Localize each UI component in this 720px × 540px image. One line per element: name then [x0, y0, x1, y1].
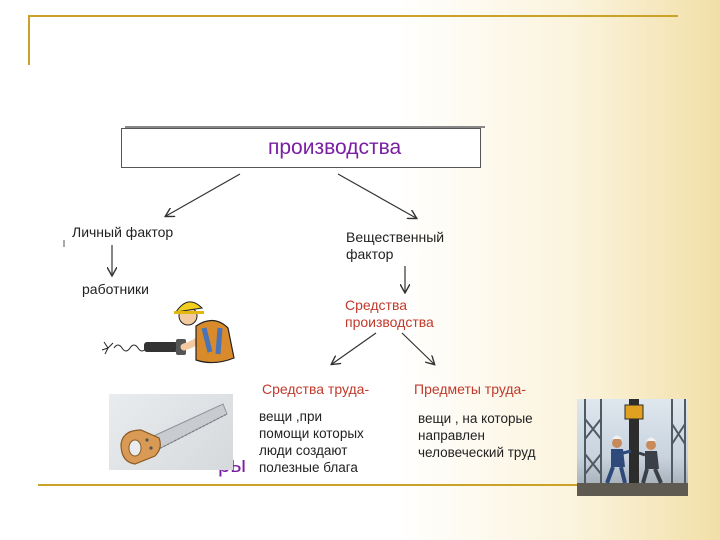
arrow-to-means-of-labor — [332, 332, 377, 364]
handsaw-photo — [109, 394, 233, 470]
means-of-production-label: Средства производства — [345, 297, 434, 331]
frame-left-line — [28, 15, 30, 65]
means-of-labor-desc-line: вещи ,при — [259, 409, 323, 424]
workers-label: работники — [82, 281, 149, 297]
objects-of-labor-description: вещи , на которые направлен человеческий… — [418, 410, 535, 461]
arrow-to-personal-factor — [166, 173, 241, 216]
title-box-shadow — [125, 126, 485, 128]
means-of-labor-label: Средства труда- — [262, 381, 370, 397]
diagram-title: производства — [268, 136, 402, 159]
material-factor-line: фактор — [346, 246, 394, 262]
means-of-production-line: Средства — [345, 297, 408, 313]
handsaw-icon — [120, 403, 228, 465]
arrow-to-material-factor — [337, 173, 416, 218]
personal-factor-label: Личный фактор — [72, 224, 174, 240]
means-of-labor-desc-line: люди создают — [259, 443, 348, 458]
objects-of-labor-label: Предметы труда- — [414, 381, 526, 397]
means-of-labor-desc-line: полезные блага — [259, 460, 358, 475]
frame-top-line — [28, 15, 678, 17]
means-of-labor-description: вещи ,при помощи которых люди создают по… — [259, 408, 364, 476]
objects-of-labor-desc-line: человеческий труд — [418, 445, 536, 460]
means-of-labor-desc-line: помощи которых — [259, 426, 364, 441]
material-factor-line: Вещественный — [346, 229, 445, 245]
title-box — [121, 128, 481, 168]
oil-rig-workers-photo — [577, 399, 688, 496]
means-of-production-line: производства — [345, 314, 434, 330]
worker-with-drill-clipart — [101, 301, 235, 364]
material-factor-label: Вещественный фактор — [346, 229, 444, 263]
oil-rig-icon — [577, 399, 688, 496]
frame-bottom-line — [38, 484, 578, 486]
objects-of-labor-desc-line: направлен — [418, 428, 485, 443]
objects-of-labor-desc-line: вещи , на которые — [418, 411, 533, 426]
arrow-to-objects-of-labor — [401, 332, 434, 364]
